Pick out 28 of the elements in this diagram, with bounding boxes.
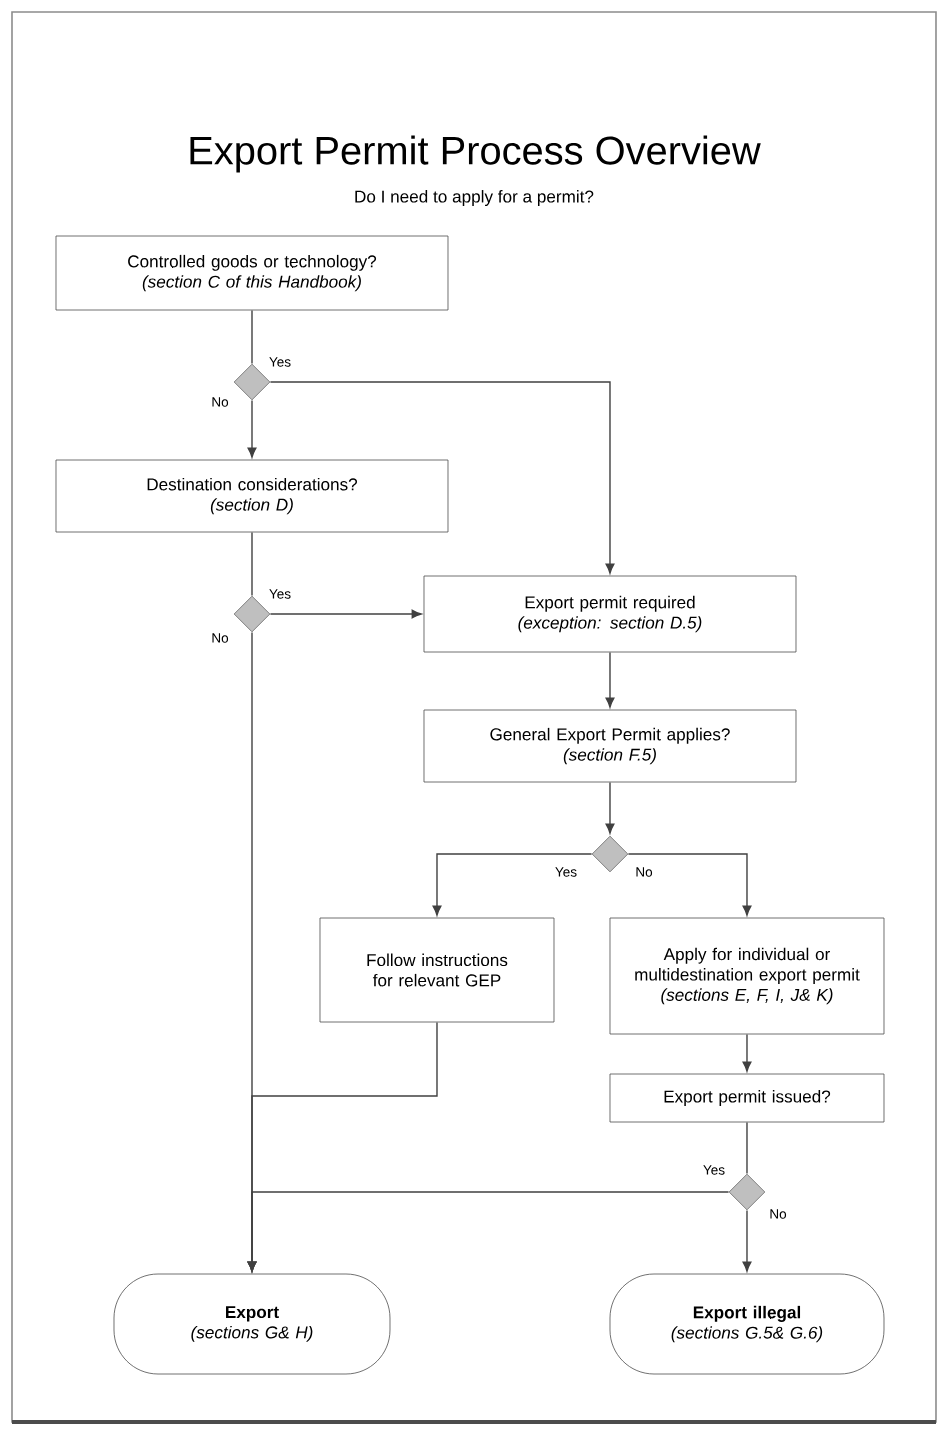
process-box: Apply for individual or multidestination export permit (sections E, F, I, J& K)	[609, 917, 885, 1035]
arrow	[742, 1033, 752, 1072]
arrow	[627, 853, 752, 916]
process-box: Follow instructions for relevant GEP	[319, 917, 555, 1023]
subtitle: Do I need to apply for a permit?	[355, 190, 594, 206]
arrow	[269, 381, 615, 574]
arrow	[605, 781, 615, 834]
process-box: Export permit required (exception: section D.5)	[423, 575, 797, 653]
arrow	[247, 399, 257, 458]
decision-diamond	[728, 1173, 766, 1211]
process-box: Destination considerations? (section D)	[55, 459, 449, 533]
arrow	[269, 609, 422, 619]
terminal-box: Export (sections G& H)	[113, 1273, 391, 1375]
decision-diamond	[591, 835, 629, 873]
decision-diamond	[233, 363, 271, 401]
connector-line	[251, 531, 253, 597]
process-box: General Export Permit applies? (section F.5)	[423, 709, 797, 783]
arrow	[247, 1021, 438, 1272]
process-box: Export permit issued?	[609, 1073, 885, 1123]
connector-line	[746, 1121, 748, 1175]
terminal-box: Export illegal (sections G.5& G.6)	[609, 1273, 885, 1375]
decision-diamond	[233, 595, 271, 633]
arrow	[432, 853, 593, 916]
title: Export Permit Process Overview	[190, 135, 761, 173]
arrow	[605, 651, 615, 708]
process-box: Controlled goods or technology? (section C of this Handbook)	[55, 235, 449, 311]
arrow	[742, 1209, 752, 1272]
connector-line	[251, 309, 253, 365]
